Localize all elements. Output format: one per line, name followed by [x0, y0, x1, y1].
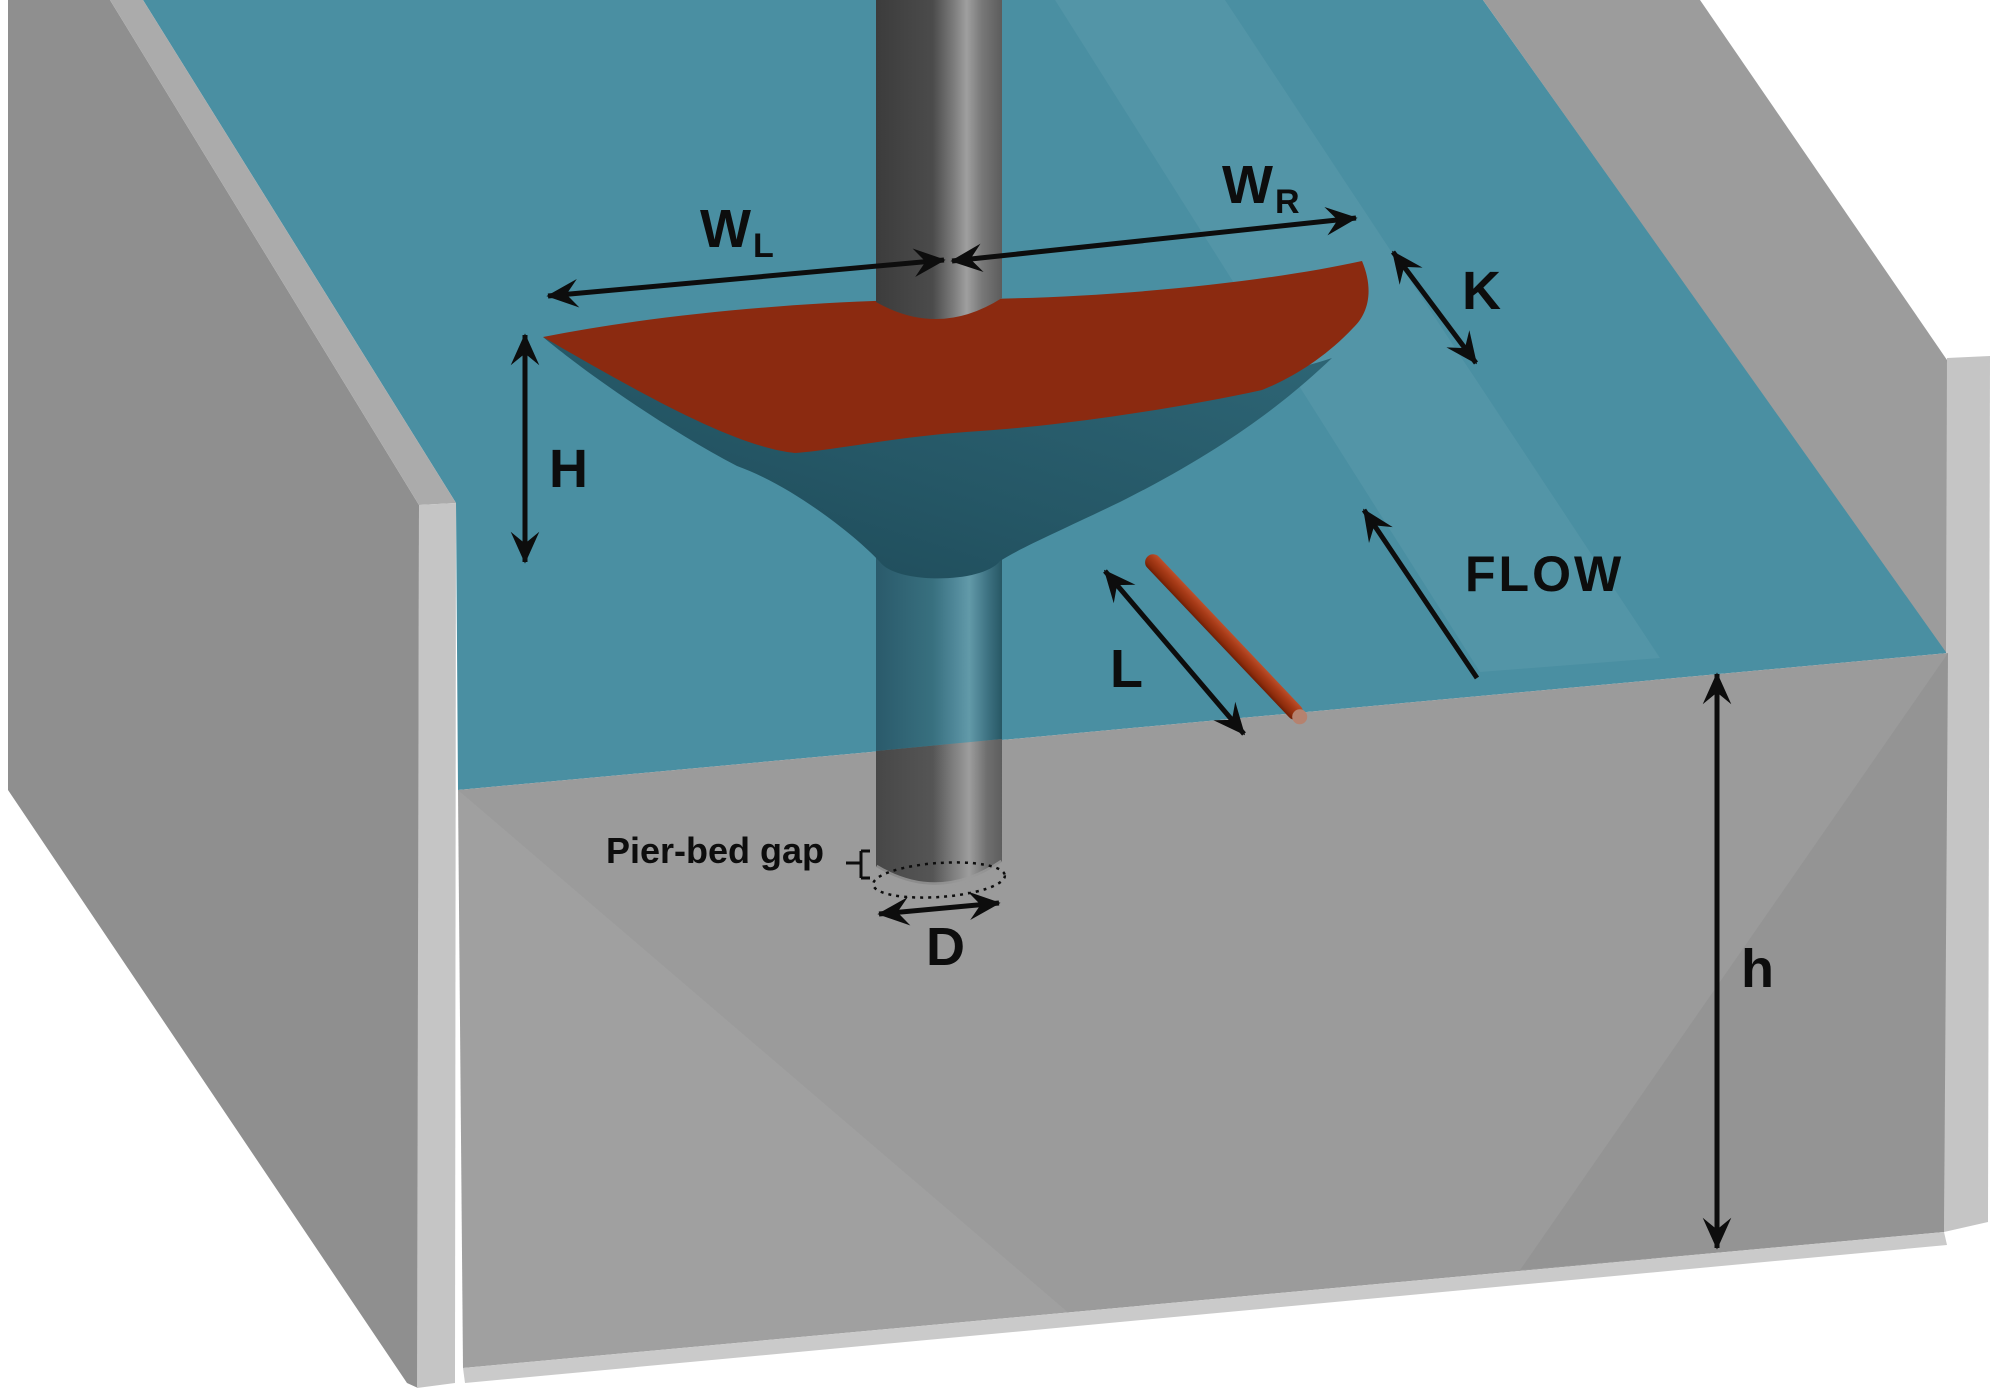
log-end-cap — [1292, 709, 1308, 725]
label-flow-depth: h — [1741, 939, 1774, 999]
wl-dimension-arrow — [546, 248, 946, 308]
d-dimension-arrow — [877, 891, 1001, 926]
water-reflection-streak — [1055, 0, 1660, 672]
pier-footprint-dotted-ellipse — [871, 861, 1007, 899]
wr-dimension-arrow — [950, 206, 1358, 273]
left-wall-top-edge — [110, 0, 456, 505]
channel-bottom-edge — [463, 1232, 1947, 1383]
label-debris-height: H — [549, 439, 588, 499]
pier-bed-gap-bracket — [846, 849, 870, 880]
label-debris-thickness: K — [1462, 261, 1501, 321]
sediment-shading-light — [458, 790, 1070, 1368]
debris-raft-top — [543, 261, 1369, 453]
left-wall-front-edge — [417, 503, 456, 1388]
k-dimension-arrow — [1390, 250, 1479, 365]
pier-above-water — [876, 0, 1002, 320]
label-pier-bed-gap: Pier-bed gap — [606, 830, 825, 871]
sediment-shading-dark — [1520, 653, 1948, 1270]
pier-bed-section — [876, 739, 1002, 885]
label-log-length: L — [1110, 639, 1143, 699]
label-width-right: WR — [1222, 155, 1300, 221]
right-wall-top-face — [1483, 0, 1948, 655]
right-wall-front-edge — [1944, 356, 1990, 1232]
label-flow-direction: FLOW — [1465, 546, 1625, 602]
sediment-front-face — [458, 653, 1948, 1368]
label-pier-diameter: D — [926, 917, 965, 977]
l-dimension-arrow — [1103, 569, 1246, 736]
pier-bottom-cap-edge — [874, 859, 1004, 888]
label-width-left: WL — [700, 199, 774, 265]
left-wall-outer-face — [8, 0, 419, 1388]
flow-direction-arrow — [1361, 508, 1480, 680]
